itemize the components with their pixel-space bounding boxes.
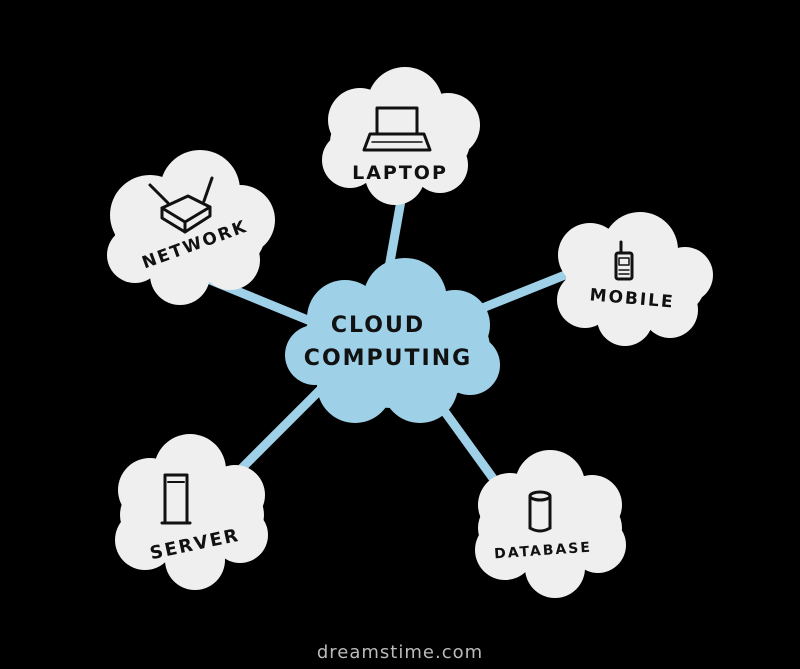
watermark: dreamstime.com — [316, 642, 484, 663]
center-title-line2: COMPUTING — [304, 346, 472, 371]
mobile-phone-icon — [614, 240, 634, 281]
laptop-icon — [362, 106, 432, 152]
node-network: NETWORK — [107, 150, 275, 305]
center-title-line1: CLOUD — [331, 313, 425, 338]
router-icon — [148, 176, 214, 234]
connector-database — [435, 400, 505, 493]
center-cloud: CLOUD COMPUTING — [285, 258, 500, 423]
node-laptop-label: LAPTOP — [352, 162, 448, 184]
server-tower-icon — [160, 473, 192, 525]
node-mobile: MOBILE — [557, 212, 713, 346]
node-laptop: LAPTOP — [322, 67, 480, 205]
connector-server — [235, 385, 325, 475]
node-database-label: DATABASE — [494, 540, 593, 563]
node-server: SERVER — [115, 434, 268, 590]
database-cylinder-icon — [528, 490, 552, 533]
node-database: DATABASE — [475, 450, 626, 598]
